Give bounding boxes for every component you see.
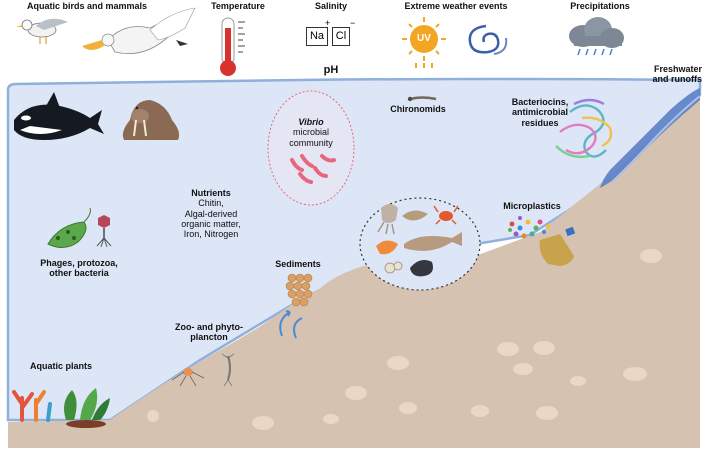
water-body (6, 77, 702, 422)
vibrio-community (267, 90, 355, 206)
coral-icon (12, 390, 52, 422)
resuspension-arrows (279, 310, 303, 339)
seagull-icon (16, 18, 68, 44)
label-bacteriocins: Bacteriocins, antimicrobial residues (511, 97, 569, 128)
seafood-group (359, 197, 481, 291)
label-salinity: Salinity (314, 1, 347, 11)
microplastics-icon (508, 216, 550, 239)
protein-structure-icon (555, 98, 613, 159)
phage-icon (96, 215, 112, 248)
plastic-bottle-icon (539, 226, 576, 266)
label-vibrio: Vibrio microbial community (289, 117, 333, 148)
label-nutrients: Nutrients Chitin, Algal-derived organic … (181, 188, 241, 240)
rain-cloud-icon (569, 17, 624, 56)
sodium-charge: + (325, 18, 331, 28)
protozoa-icon (47, 207, 91, 248)
label-precipitations: Precipitations (570, 1, 630, 11)
label-plankton: Zoo- and phyto- plancton (175, 322, 243, 343)
pebbles (147, 249, 662, 430)
thermometer-icon (220, 17, 245, 76)
seaweed-icon (64, 388, 110, 428)
orca-icon (14, 92, 104, 140)
plankton-icon (171, 353, 235, 387)
label-microplastics: Microplastics (503, 201, 561, 211)
cyclone-icon (468, 24, 508, 55)
label-aquatic-plants: Aquatic plants (30, 361, 93, 371)
vibrio-bacteria-icon (290, 154, 336, 184)
sun-uv-icon (402, 17, 446, 68)
sodium-box: Na (306, 27, 328, 46)
label-extreme-weather: Extreme weather events (404, 1, 508, 11)
walrus-icon (122, 100, 180, 140)
chloride-charge: − (350, 18, 356, 28)
chironomid-icon (407, 96, 437, 102)
sediment-grains-icon (285, 273, 313, 307)
uv-text: UV (417, 33, 431, 44)
label-chironomids: Chironomids (390, 104, 446, 114)
label-freshwater: Freshwater and runoffs (652, 64, 703, 85)
chloride-box: Cl (332, 27, 350, 46)
label-ph: pH (323, 64, 339, 76)
label-phages: Phages, protozoa, other bacteria (40, 258, 118, 279)
freshwater-stream-icon (600, 88, 700, 188)
seabed (8, 95, 700, 448)
seafood-icon (376, 204, 462, 277)
pelican-icon (82, 7, 196, 55)
label-birds-mammals: Aquatic birds and mammals (26, 1, 148, 11)
label-sediments: Sediments (275, 259, 321, 269)
label-temperature: Temperature (211, 1, 265, 11)
